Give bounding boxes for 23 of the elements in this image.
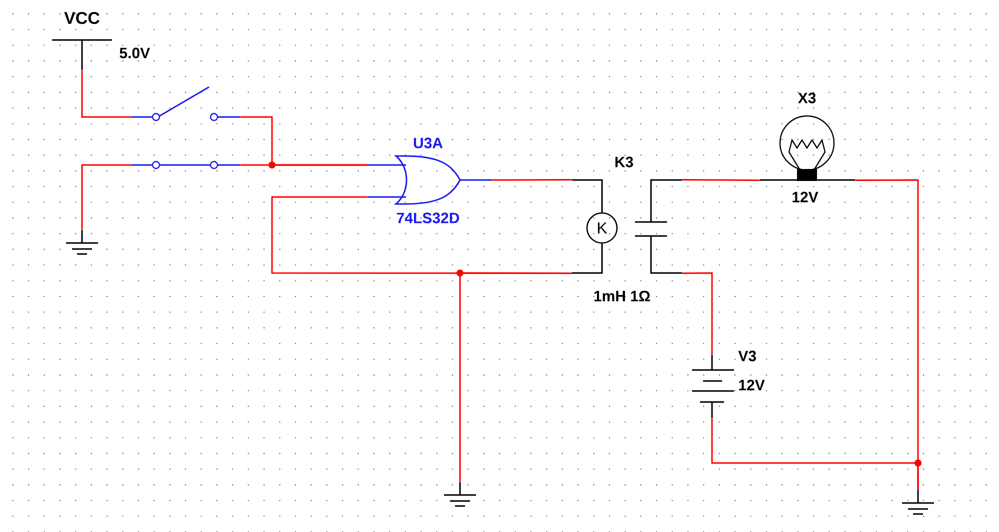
part-number-label: 74LS32D [396, 212, 460, 224]
component-label: K3 [615, 156, 634, 168]
component-label: VCC [64, 12, 100, 24]
wire [682, 179, 760, 181]
wire [492, 179, 572, 181]
wire [459, 272, 572, 482]
wire [711, 418, 919, 490]
switch-symbol [130, 86, 241, 122]
wire [682, 272, 713, 355]
ground-symbol [65, 229, 99, 255]
wire [81, 70, 131, 118]
value-label: 12V [792, 192, 818, 202]
component-label: V3 [738, 350, 756, 362]
wire [240, 164, 368, 166]
wire [81, 164, 131, 230]
value-label: 12V [739, 380, 765, 390]
value-label: 5.0V [120, 48, 150, 58]
switch-symbol [130, 160, 241, 170]
ground-symbol [901, 489, 935, 515]
component-label: X3 [798, 92, 816, 104]
ground-symbol [443, 481, 477, 507]
value-label: 1mH 1Ω [594, 290, 650, 302]
component-label: U3A [414, 138, 443, 148]
